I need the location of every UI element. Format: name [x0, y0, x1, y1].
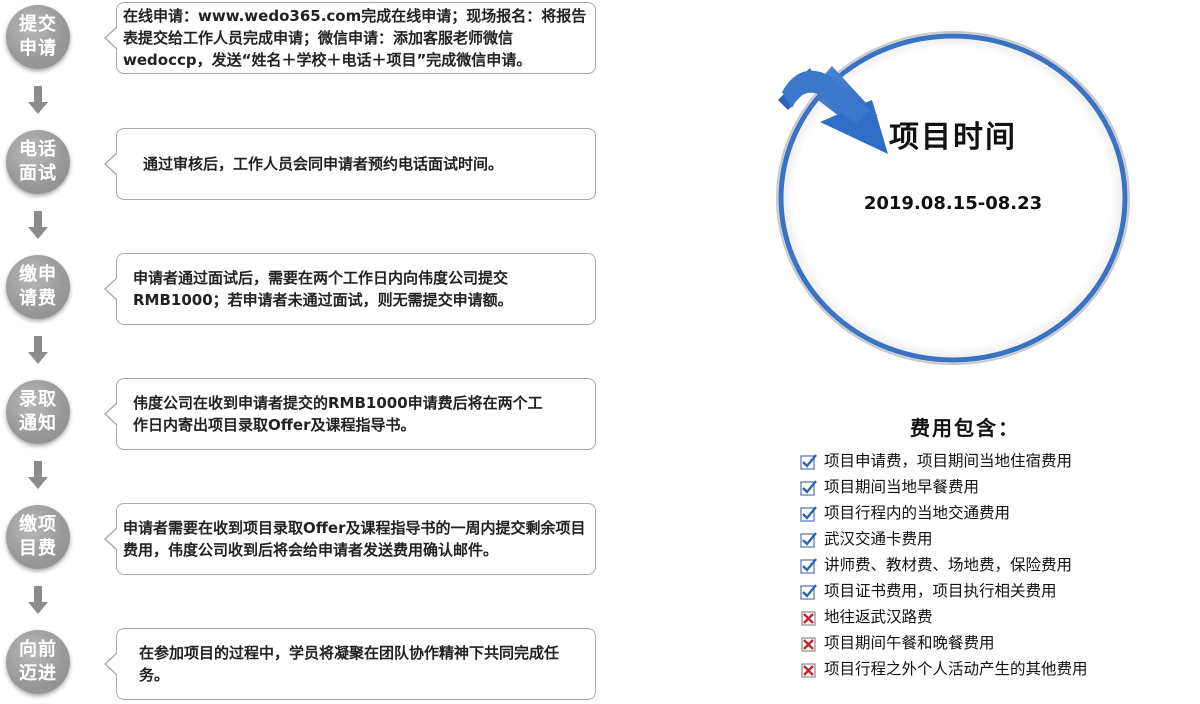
step-circle-pay-program-fee: 缴项 目费	[6, 505, 70, 569]
step-label-line1: 向前	[19, 639, 57, 660]
step-description-text: 伟度公司在收到申请者提交的RMB1000申请费后将在两个工作日内寄出项目录取Of…	[133, 394, 543, 434]
step-description-text: 在参加项目的过程中，学员将凝聚在团队协作精神下共同完成任务。	[139, 644, 560, 684]
step-label-line1: 缴项	[19, 514, 57, 535]
down-arrow-icon	[28, 211, 48, 239]
step-circle-pay-application-fee: 缴申 请费	[6, 255, 70, 319]
step-circle-phone-interview: 电话 面试	[6, 130, 70, 194]
step-label-line1: 缴申	[19, 264, 57, 285]
fee-item-included: 项目申请费，项目期间当地住宿费用	[800, 448, 1190, 474]
fee-item-included: 讲师费、教材费、场地费，保险费用	[800, 552, 1190, 578]
fee-item-text: 项目行程内的当地交通费用	[824, 504, 1011, 522]
fee-item-included: 项目行程内的当地交通费用	[800, 500, 1190, 526]
step-label-line1: 电话	[19, 139, 57, 160]
checkbox-check-icon	[800, 506, 817, 522]
step-description-admission-notice: 伟度公司在收到申请者提交的RMB1000申请费后将在两个工作日内寄出项目录取Of…	[104, 378, 596, 450]
step-label-line2: 请费	[19, 288, 57, 309]
fee-item-excluded: 地往返武汉路费	[800, 604, 1190, 630]
checkbox-cross-icon	[801, 637, 816, 652]
fee-item-text: 项目证书费用，项目执行相关费用	[824, 582, 1057, 600]
step-description-text: 申请者需要在收到项目录取Offer及课程指导书的一周内提交剩余项目费用，伟度公司…	[123, 519, 586, 559]
step-description-text: 在线申请：www.wedo365.com完成在线申请；现场报名：将报告表提交给工…	[123, 7, 587, 69]
step-description-pay-application-fee: 申请者通过面试后，需要在两个工作日内向伟度公司提交RMB1000；若申请者未通过…	[104, 253, 596, 325]
project-time-ring	[776, 31, 1130, 365]
project-time-title: 项目时间	[889, 120, 1017, 155]
fee-item-text: 项目行程之外个人活动产生的其他费用	[824, 660, 1088, 678]
step-circle-admission-notice: 录取 通知	[6, 380, 70, 444]
step-description-move-forward: 在参加项目的过程中，学员将凝聚在团队协作精神下共同完成任务。	[104, 628, 596, 700]
checkbox-cross-icon	[801, 663, 816, 678]
step-label-line2: 迈进	[19, 663, 57, 684]
step-description-text: 通过审核后，工作人员会同申请者预约电话面试时间。	[143, 155, 504, 173]
checkbox-check-icon	[800, 532, 817, 548]
fee-item-included: 项目证书费用，项目执行相关费用	[800, 578, 1190, 604]
checkbox-cross-icon	[801, 611, 816, 626]
curved-arrow-icon	[778, 66, 888, 154]
fee-item-text: 讲师费、教材费、场地费，保险费用	[824, 556, 1073, 574]
fee-item-text: 项目期间当地早餐费用	[824, 478, 980, 496]
down-arrow-icon	[28, 586, 48, 614]
checkbox-check-icon	[800, 454, 817, 470]
step-label-line1: 提交	[19, 14, 57, 35]
step-description-phone-interview: 通过审核后，工作人员会同申请者预约电话面试时间。	[104, 128, 596, 200]
fee-item-text: 项目申请费，项目期间当地住宿费用	[824, 452, 1073, 470]
checkbox-check-icon	[800, 558, 817, 574]
step-label-line2: 申请	[19, 38, 57, 59]
checkbox-check-icon	[800, 584, 817, 600]
fee-item-text: 项目期间午餐和晚餐费用	[824, 634, 995, 652]
down-arrow-icon	[28, 461, 48, 489]
step-description-pay-program-fee: 申请者需要在收到项目录取Offer及课程指导书的一周内提交剩余项目费用，伟度公司…	[104, 503, 596, 575]
step-description-text: 申请者通过面试后，需要在两个工作日内向伟度公司提交RMB1000；若申请者未通过…	[133, 269, 513, 309]
fee-item-excluded: 项目期间午餐和晚餐费用	[800, 630, 1190, 656]
step-description-submit-application: 在线申请：www.wedo365.com完成在线申请；现场报名：将报告表提交给工…	[104, 2, 596, 74]
step-label-line2: 通知	[19, 413, 57, 434]
step-label-line2: 面试	[19, 163, 57, 184]
checkbox-check-icon	[800, 480, 817, 496]
step-label-line1: 录取	[19, 389, 57, 410]
step-circle-move-forward: 向前 迈进	[6, 630, 70, 694]
down-arrow-icon	[28, 336, 48, 364]
fees-list: 项目申请费，项目期间当地住宿费用 项目期间当地早餐费用 项目行程内的当地交通费用…	[800, 448, 1190, 682]
down-arrow-icon	[28, 86, 48, 114]
fee-item-excluded: 项目行程之外个人活动产生的其他费用	[800, 656, 1190, 682]
fee-item-included: 项目期间当地早餐费用	[800, 474, 1190, 500]
fees-included-title: 费用包含：	[910, 416, 1020, 440]
fee-item-text: 地往返武汉路费	[824, 608, 933, 626]
step-circle-submit-application: 提交 申请	[6, 5, 70, 69]
fee-item-included: 武汉交通卡费用	[800, 526, 1190, 552]
project-time-date: 2019.08.15-08.23	[863, 193, 1043, 214]
fee-item-text: 武汉交通卡费用	[824, 530, 933, 548]
step-label-line2: 目费	[19, 538, 57, 559]
